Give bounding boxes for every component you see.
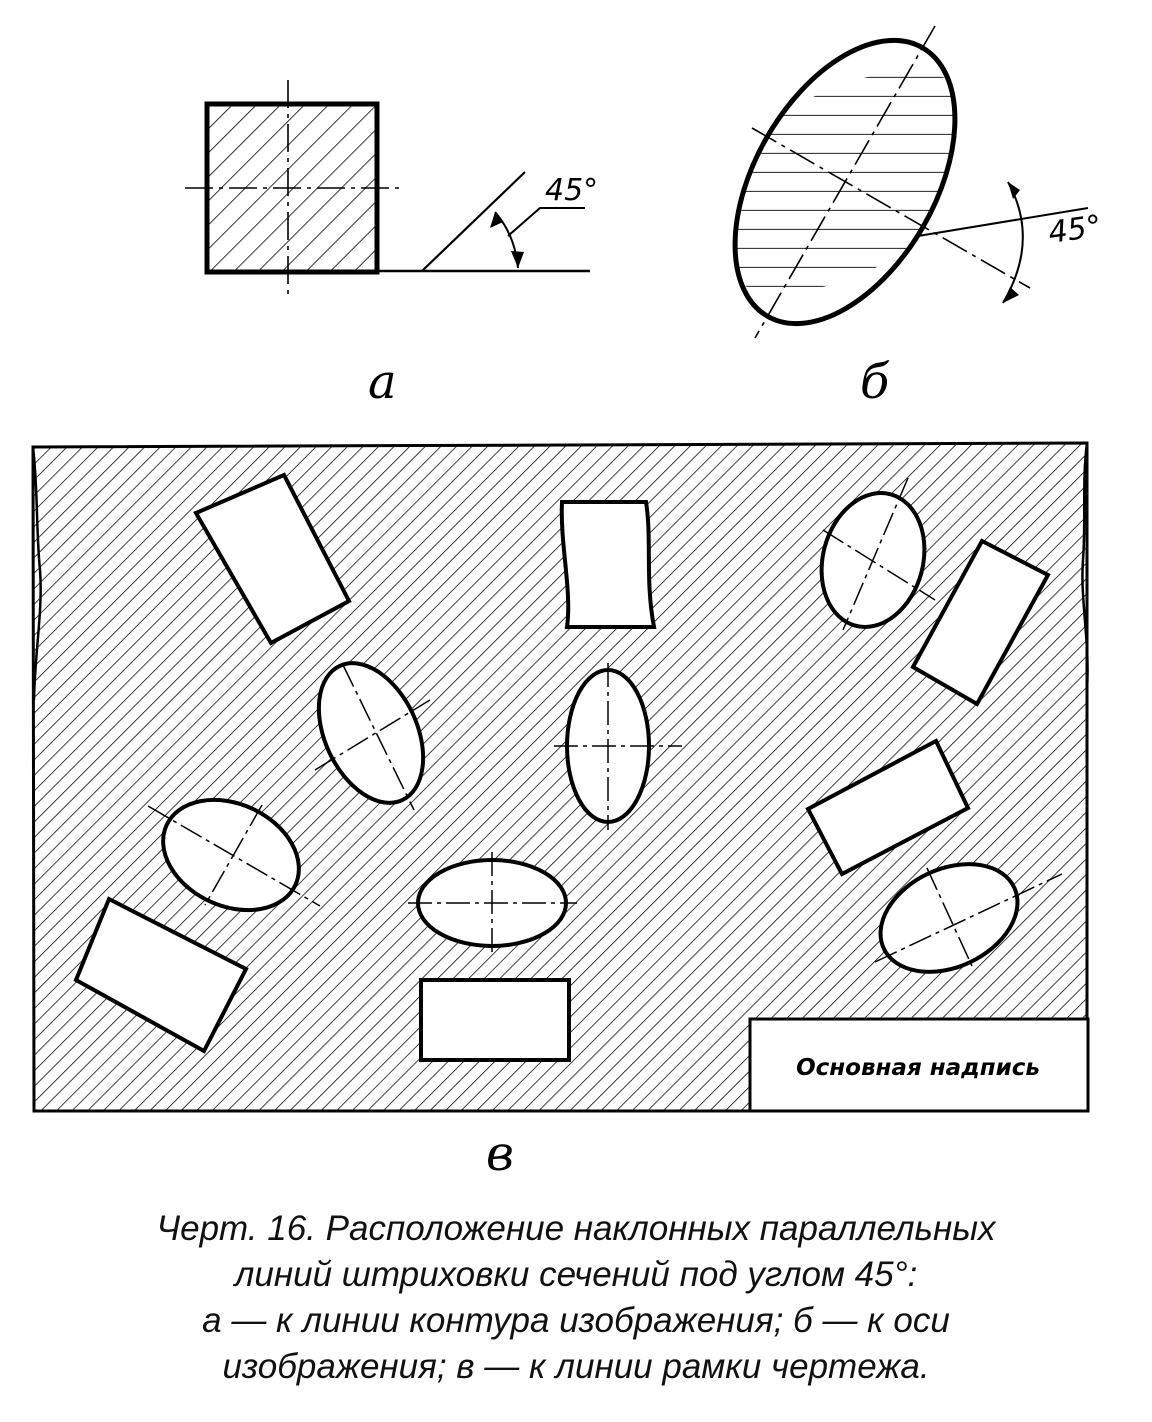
angle-label-a: 45°	[545, 173, 598, 208]
inclined-line	[421, 171, 526, 272]
arrow-down-icon	[511, 251, 524, 268]
arrow-up-icon	[1008, 182, 1020, 199]
ellipse-axes	[751, 25, 1031, 339]
caption-line: а — к линии контура изображения; б — к о…	[202, 1301, 950, 1340]
caption-line: Черт. 16. Расположение наклонных паралле…	[156, 1209, 996, 1248]
reference-line	[917, 207, 1089, 237]
figure-v: Основная надпись в	[31, 441, 1090, 1182]
rect-cutout	[419, 978, 571, 1062]
figure-b: 45° б	[732, 25, 1104, 410]
rect-cutout	[805, 738, 971, 877]
hatching-diagram: 45° а 45° б	[31, 25, 1104, 1182]
sub-label-a: а	[368, 354, 397, 410]
ellipse-cutout	[878, 862, 1020, 974]
ellipse-cutout	[316, 661, 426, 805]
ellipse-axes	[147, 477, 1063, 967]
title-block-label: Основная надпись	[796, 1055, 1040, 1081]
sub-label-v: в	[486, 1126, 514, 1182]
figure-caption: Черт. 16. Расположение наклонных паралле…	[0, 1206, 1152, 1390]
angle-arc	[1002, 181, 1024, 304]
arrow-down-icon	[1003, 287, 1019, 303]
rect-cutout	[910, 538, 1051, 707]
cutout-shapes	[73, 472, 1051, 1062]
figure-a: 45° а	[185, 80, 598, 410]
rect-cutout	[73, 896, 249, 1054]
angle-label-b: 45°	[1046, 209, 1104, 251]
title-block	[748, 1017, 1090, 1113]
caption-line: линий штриховки сечений под углом 45°:	[234, 1255, 918, 1294]
angle-leader	[507, 207, 585, 237]
sub-label-b: б	[860, 354, 890, 410]
break-lines	[31, 442, 1089, 701]
center-axes	[185, 80, 402, 300]
arrow-up-icon	[490, 212, 503, 228]
rect-cutout	[193, 472, 352, 646]
caption-line: изображения; в — к линии рамки чертежа.	[222, 1347, 930, 1386]
rect-cutout	[559, 500, 657, 629]
